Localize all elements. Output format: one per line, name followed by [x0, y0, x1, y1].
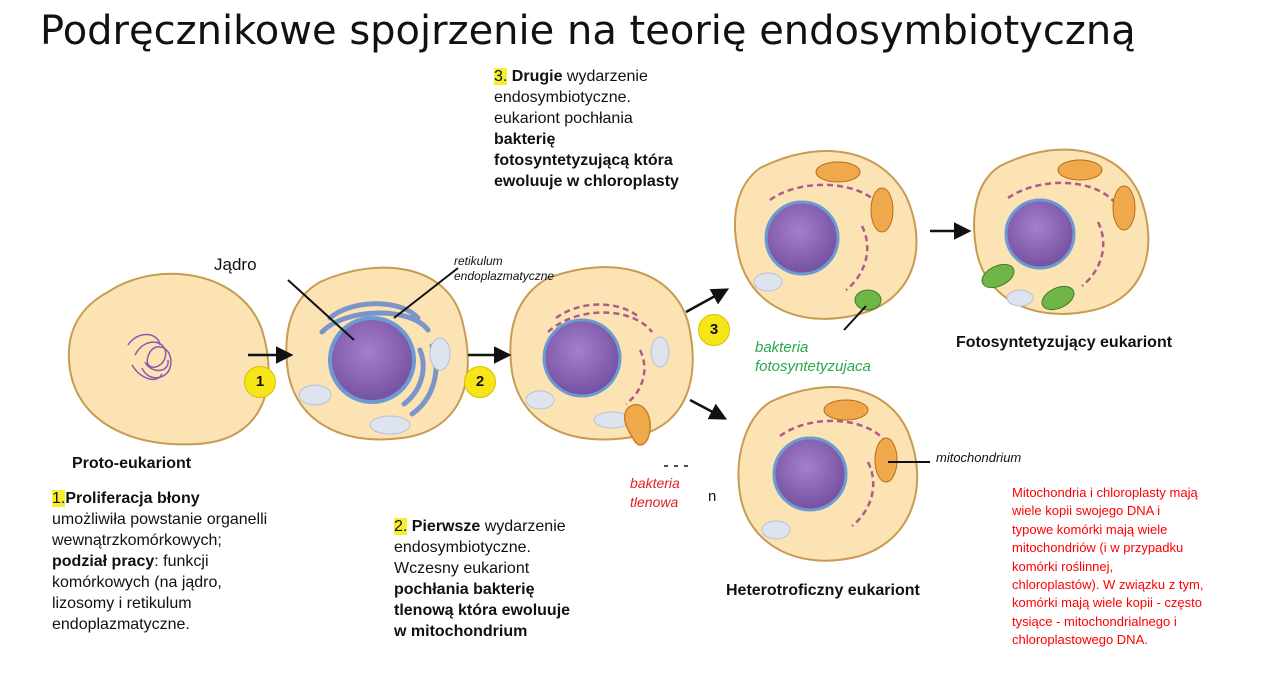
step3-number: 3. [494, 68, 508, 85]
step1-number: 1. [52, 490, 66, 507]
stray-n: n [708, 488, 717, 505]
photosynthetic-eukaryote-cell [973, 148, 1150, 315]
step-marker-3: 3 [698, 314, 730, 346]
proto-eukaryote-cell [67, 272, 270, 446]
aerobic-bacterium-shape [623, 403, 651, 446]
jadro-leader [287, 279, 355, 341]
heterotrophic-eukaryote-cell [737, 386, 919, 562]
label-fotosyntetyzujacy-eukariont: Fotosyntetyzujący eukariont [956, 334, 1173, 351]
label-jadro: Jądro [214, 255, 257, 274]
dna-tangle [127, 333, 172, 381]
step-marker-1: 1 [244, 366, 276, 398]
dna-copies-note: Mitochondria i chloroplasty mają wiele k… [1012, 485, 1204, 648]
step1-head: Proliferacja błony [65, 490, 200, 507]
step2-text: 2. Pierwsze wydarzenie endosymbiotyczne.… [394, 518, 571, 640]
arrow-3-down [689, 398, 728, 420]
step1-text: 1.Proliferacja błony umożliwiła powstani… [52, 490, 268, 633]
page-title: Podręcznikowe spojrzenie na teorię endos… [40, 8, 1136, 54]
label-mitochondrium: mitochondrium [936, 450, 1022, 465]
nucleus-er-cell [285, 266, 469, 441]
er-leader [393, 267, 459, 319]
early-eukaryote-cell [509, 266, 694, 446]
step-marker-2: 2 [464, 366, 496, 398]
label-heterotroficzny-eukariont: Heterotroficzny eukariont [726, 582, 920, 599]
step3-text: 3. Drugie wydarzenie endosymbiotyczne. e… [494, 68, 679, 190]
bacterium-leader [843, 305, 867, 331]
arrow-3-up [685, 288, 730, 314]
second-event-cell [734, 150, 918, 320]
step2-head: Pierwsze [411, 518, 481, 535]
step2-number: 2. [394, 518, 408, 535]
step3-head: Drugie [511, 68, 563, 85]
label-proto-eukariont: Proto-eukariont [72, 455, 192, 472]
